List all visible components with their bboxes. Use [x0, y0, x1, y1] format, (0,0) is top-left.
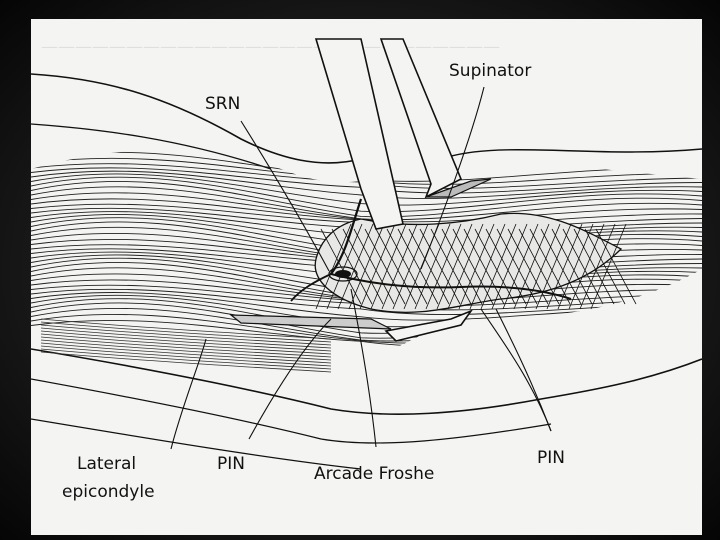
- label-srn: SRN: [205, 95, 240, 114]
- label-lateral-epicondyle-line1: Lateral: [77, 455, 136, 474]
- label-pin-right: PIN: [537, 449, 565, 468]
- anatomical-illustration: ———————————————————————————: [31, 19, 702, 535]
- extensor-fiber: [41, 349, 331, 369]
- label-supinator: Supinator: [449, 62, 531, 81]
- label-arcade-froshe: Arcade Froshe: [314, 465, 434, 484]
- extensor-fiber: [41, 352, 331, 372]
- label-pin-left: PIN: [217, 455, 245, 474]
- label-lateral-epicondyle-line2: epicondyle: [62, 483, 155, 502]
